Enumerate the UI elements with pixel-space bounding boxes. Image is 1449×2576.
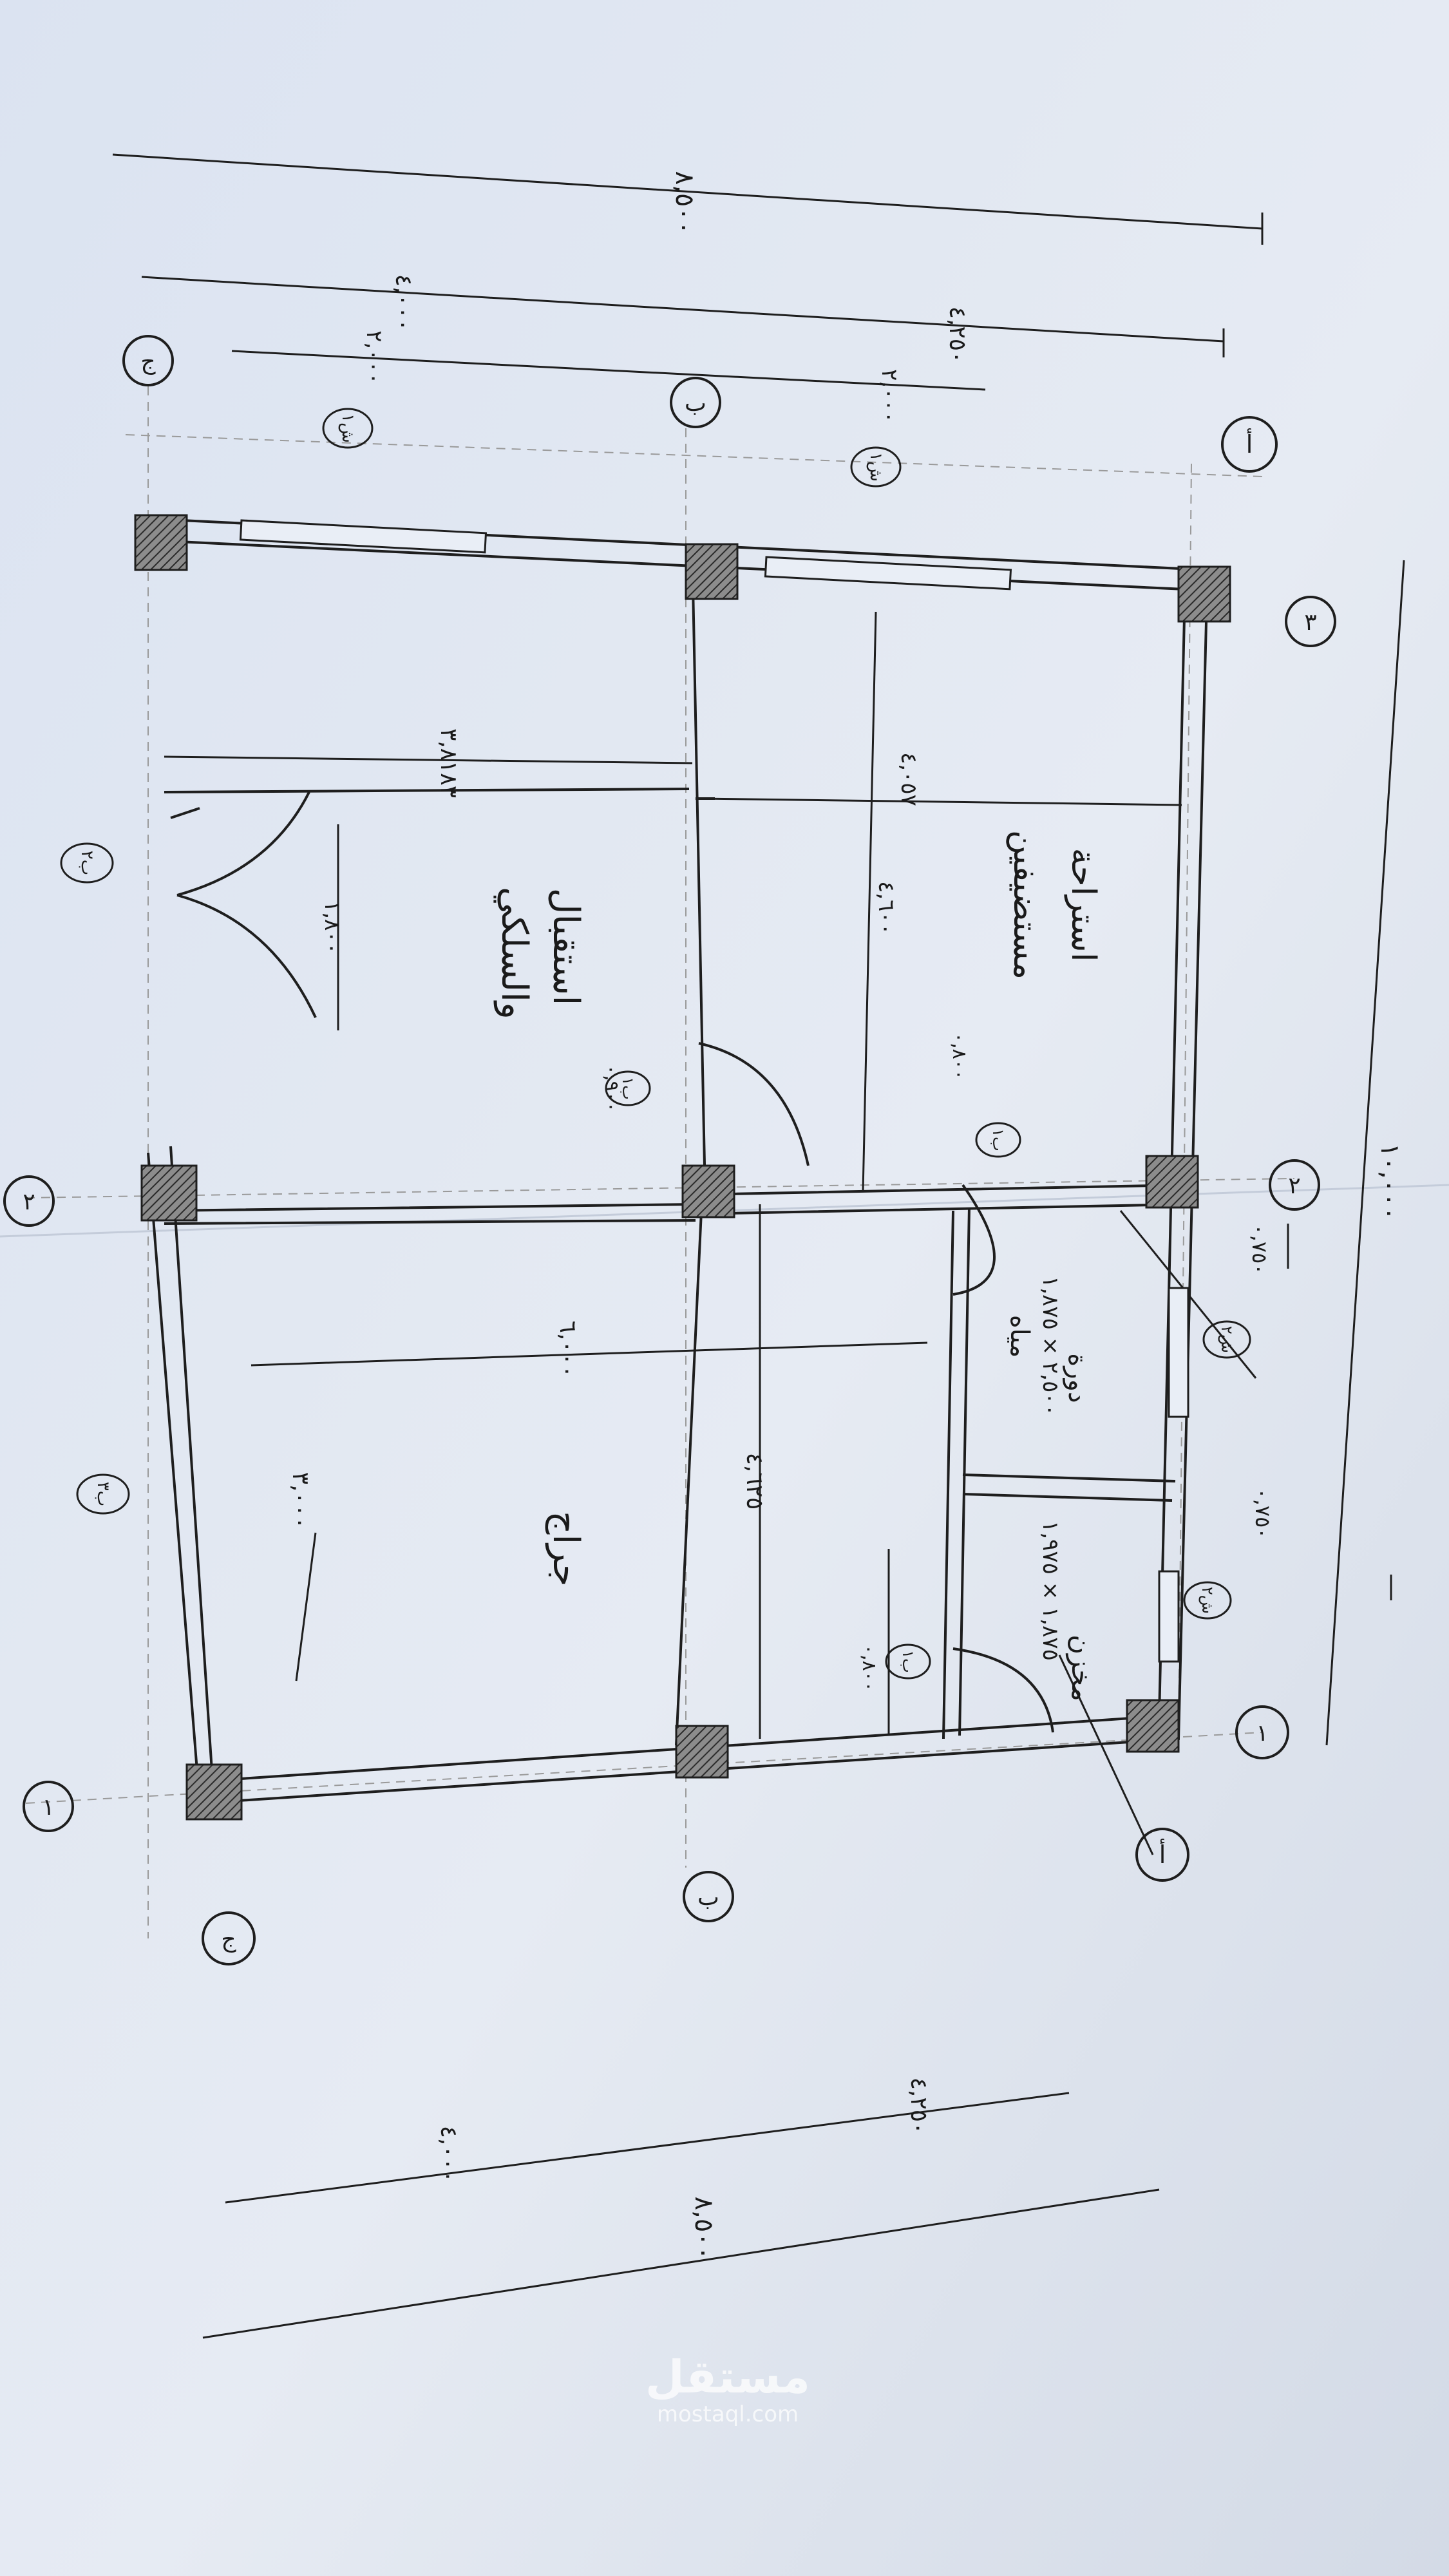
tag-door-main: ب٢ bbox=[77, 851, 97, 875]
dim-rest-length: ٤,٦٠٠ bbox=[873, 881, 899, 935]
opening-tags bbox=[60, 408, 1251, 1680]
dim-reception-depth: ٣,٨١٨٣ bbox=[435, 728, 462, 798]
dim-garage-length: ٦,٠٠٠ bbox=[554, 1321, 581, 1378]
room-guest-rest-line1: استراحة bbox=[1064, 848, 1103, 962]
dim-door-main: ١,٨٠٠ bbox=[319, 900, 345, 954]
room-store: مخزن bbox=[1066, 1634, 1097, 1701]
dim-total-length: ١٠,٠٠٠ bbox=[1375, 1143, 1405, 1220]
room-reception-line1: استقبال bbox=[545, 888, 587, 1005]
tag-window-wc: ش٢ bbox=[1218, 1326, 1236, 1353]
room-garage: جراج bbox=[545, 1511, 587, 1586]
dim-window-small-1: ٠,٧٥٠ bbox=[1247, 1224, 1272, 1275]
dim-window-A: ٢,٠٠٠ bbox=[876, 369, 902, 423]
axis-B-right: ب bbox=[697, 1884, 719, 1911]
axis-B-left: ب bbox=[685, 390, 706, 417]
dimension-labels: ١٠,٠٠٠ ٨,٥٠٠ ٨,٥٠٠ ٤,٢٥٠ ٤,٠٠٠ ٤,٢٥٠ ٤,٠… bbox=[287, 171, 1405, 2260]
tag-window-A: ش١ bbox=[866, 452, 886, 482]
watermark: مستقل mostaql.com bbox=[645, 2351, 810, 2427]
axis-A-right: أ bbox=[1159, 1839, 1166, 1869]
dim-store: ١,٨٧٥ × ١,٩٧٥ bbox=[1037, 1520, 1063, 1661]
dim-4-left: ٤,٠٠٠ bbox=[390, 274, 417, 332]
dim-total-width-left: ٨,٥٠٠ bbox=[670, 171, 699, 235]
axis-A-left: أ bbox=[1246, 428, 1253, 459]
tag-door-garage: ب٣ bbox=[93, 1482, 113, 1506]
room-reception-line2: والسلكي bbox=[493, 887, 535, 1019]
axis-bubbles bbox=[3, 335, 1336, 1965]
dim-425-left: ٤,٢٥٠ bbox=[944, 307, 971, 364]
room-wc-line2: مياه bbox=[1005, 1315, 1034, 1358]
tag-door-b1: ب١ bbox=[619, 1077, 637, 1099]
axis-1-bottom: ١ bbox=[42, 1794, 54, 1821]
axis-J-left: ج bbox=[140, 348, 156, 375]
watermark-latin: mostaql.com bbox=[657, 2401, 799, 2427]
axis-3: ٣ bbox=[1304, 609, 1316, 636]
dim-door-b3: ٠,٨٠٠ bbox=[858, 1644, 880, 1692]
dim-window-J: ٢,٠٠٠ bbox=[361, 330, 387, 384]
dim-door-b2: ٠,٨٠٠ bbox=[948, 1032, 971, 1080]
doors bbox=[176, 791, 1054, 1733]
opening-tag-labels: ش١ ش١ ش٢ ش٢ ب٢ ب٣ ب١ ب١ ب١ bbox=[77, 413, 1236, 1673]
tag-door-b1-rest: ب١ bbox=[989, 1128, 1007, 1151]
watermark-arabic: مستقل bbox=[645, 2351, 810, 2403]
axis-J-right: ج bbox=[221, 1926, 236, 1953]
dim-425-right: ٤,٢٥٠ bbox=[905, 2078, 932, 2135]
dim-window-small-2: ٠,٧٥٠ bbox=[1251, 1488, 1275, 1539]
room-labels: استراحة مستضيفين استقبال والسلكي دورة مي… bbox=[493, 830, 1103, 1701]
tag-window-store: ش٢ bbox=[1198, 1587, 1217, 1614]
dim-wc: ٢,٥٠٠ × ١,٨٧٥ bbox=[1037, 1276, 1063, 1416]
windows bbox=[239, 519, 1189, 1663]
dim-total-width-right: ٨,٥٠٠ bbox=[689, 2197, 719, 2260]
tag-door-b1-store: ب١ bbox=[899, 1650, 917, 1672]
columns bbox=[134, 514, 1231, 1821]
dim-garage-door: ٣,٠٠٠ bbox=[287, 1472, 314, 1530]
tag-window-J: ش١ bbox=[338, 413, 357, 443]
axis-2-bottom: ٢ bbox=[23, 1189, 35, 1215]
dim-rest-depth: ٤,٠٥٧ bbox=[896, 752, 922, 806]
dim-garage-depth: ٤,٦٢٥ bbox=[741, 1453, 768, 1510]
room-wc-line1: دورة bbox=[1063, 1353, 1092, 1403]
axis-labels: أ أ ب ب ج ج ٣ ٢ ٢ ١ ١ bbox=[23, 348, 1316, 1953]
axis-1-top: ١ bbox=[1256, 1720, 1268, 1747]
room-guest-rest-line2: مستضيفين bbox=[1006, 830, 1045, 980]
dim-4-right: ٤,٠٠٠ bbox=[435, 2126, 462, 2183]
axis-2-top: ٢ bbox=[1288, 1173, 1300, 1199]
